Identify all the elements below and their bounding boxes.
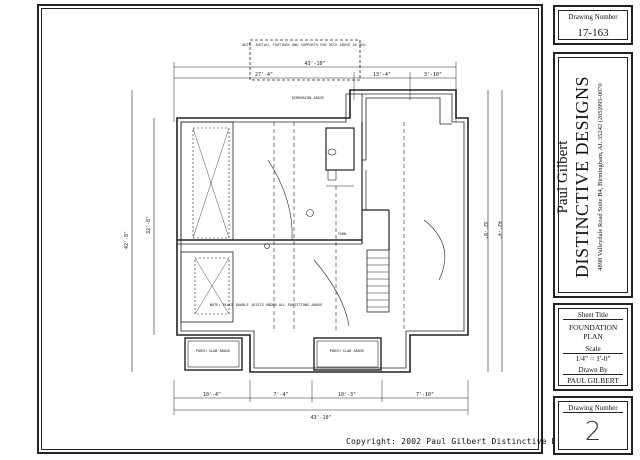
dim-right-overall: 42'-4" bbox=[496, 221, 502, 239]
dim-bottom-overall: 43'-10" bbox=[310, 415, 331, 421]
dim-top-overall: 43'-10" bbox=[304, 61, 325, 67]
porch-right-label: PORCH SLAB ABOVE bbox=[330, 349, 365, 353]
dim-left-inner: 32'-8" bbox=[146, 216, 152, 234]
dim-right-inner: 32'-8" bbox=[482, 221, 488, 239]
sheet-info-box: Sheet Title FOUNDATION PLAN Scale 1/4" =… bbox=[553, 303, 633, 391]
sheet-title-label: Sheet Title bbox=[577, 311, 609, 319]
dim-bottom-3: 10'-3" bbox=[338, 392, 356, 398]
scale-value: 1/4" = 1'-0" bbox=[575, 354, 611, 363]
dim-top-mid: 13'-4" bbox=[373, 72, 391, 78]
sheet-inner-border bbox=[41, 8, 539, 450]
furn-label: FURN bbox=[338, 232, 346, 236]
copyright-notice: Copyright: 2002 Paul Gilbert Distinctive… bbox=[346, 437, 587, 446]
drawing-number-top-value: 17-163 bbox=[577, 27, 609, 39]
sheet-border bbox=[37, 4, 543, 454]
dim-bottom-1: 10'-4" bbox=[203, 392, 221, 398]
company-firm: DISTINCTIVE DESIGNS bbox=[572, 76, 592, 278]
drawing-number-bottom-box: Drawing Number 2 bbox=[553, 396, 633, 455]
porch-left-label: PORCH SLAB ABOVE bbox=[196, 349, 231, 353]
company-name: Paul Gilbert bbox=[555, 140, 571, 214]
note-center: NOTE: PLACE DOUBLE JOISTS UNDER ALL PART… bbox=[210, 303, 323, 307]
dim-top-left: 27'-4" bbox=[255, 72, 273, 78]
note-top: NOTE: INSTALL FOOTINGS AND SUPPORTS FOR … bbox=[242, 43, 368, 47]
scale-label: Scale bbox=[585, 345, 601, 353]
dim-left-overall: 42'-8" bbox=[124, 231, 130, 249]
drawing-number-top-label: Drawing Number bbox=[568, 13, 618, 21]
dim-bottom-2: 7'-4" bbox=[273, 392, 288, 398]
dimension-above-label: DIMENSION ABOVE bbox=[292, 96, 324, 100]
dim-top-right: 3'-10" bbox=[424, 72, 442, 78]
foundation-plan-drawing: NOTE: INSTALL FOOTINGS AND SUPPORTS FOR … bbox=[124, 39, 503, 421]
drawn-by-label: Drawn By bbox=[578, 366, 608, 374]
company-block: Paul Gilbert DISTINCTIVE DESIGNS 4898 Va… bbox=[553, 52, 633, 298]
company-address: 4898 Valleydale Road Suite B4, Birmingha… bbox=[597, 83, 604, 271]
drawing-number-top-box: Drawing Number 17-163 bbox=[553, 5, 633, 45]
company-text-rotated: Paul Gilbert DISTINCTIVE DESIGNS 4898 Va… bbox=[555, 59, 635, 295]
drawing-number-bottom-label: Drawing Number bbox=[568, 404, 618, 412]
drawn-by-value: PAUL GILBERT bbox=[567, 376, 619, 385]
sheet-title: FOUNDATION PLAN bbox=[569, 323, 618, 341]
dim-bottom-4: 7'-10" bbox=[416, 392, 434, 398]
drawing-number-bottom-value: 2 bbox=[584, 417, 602, 447]
